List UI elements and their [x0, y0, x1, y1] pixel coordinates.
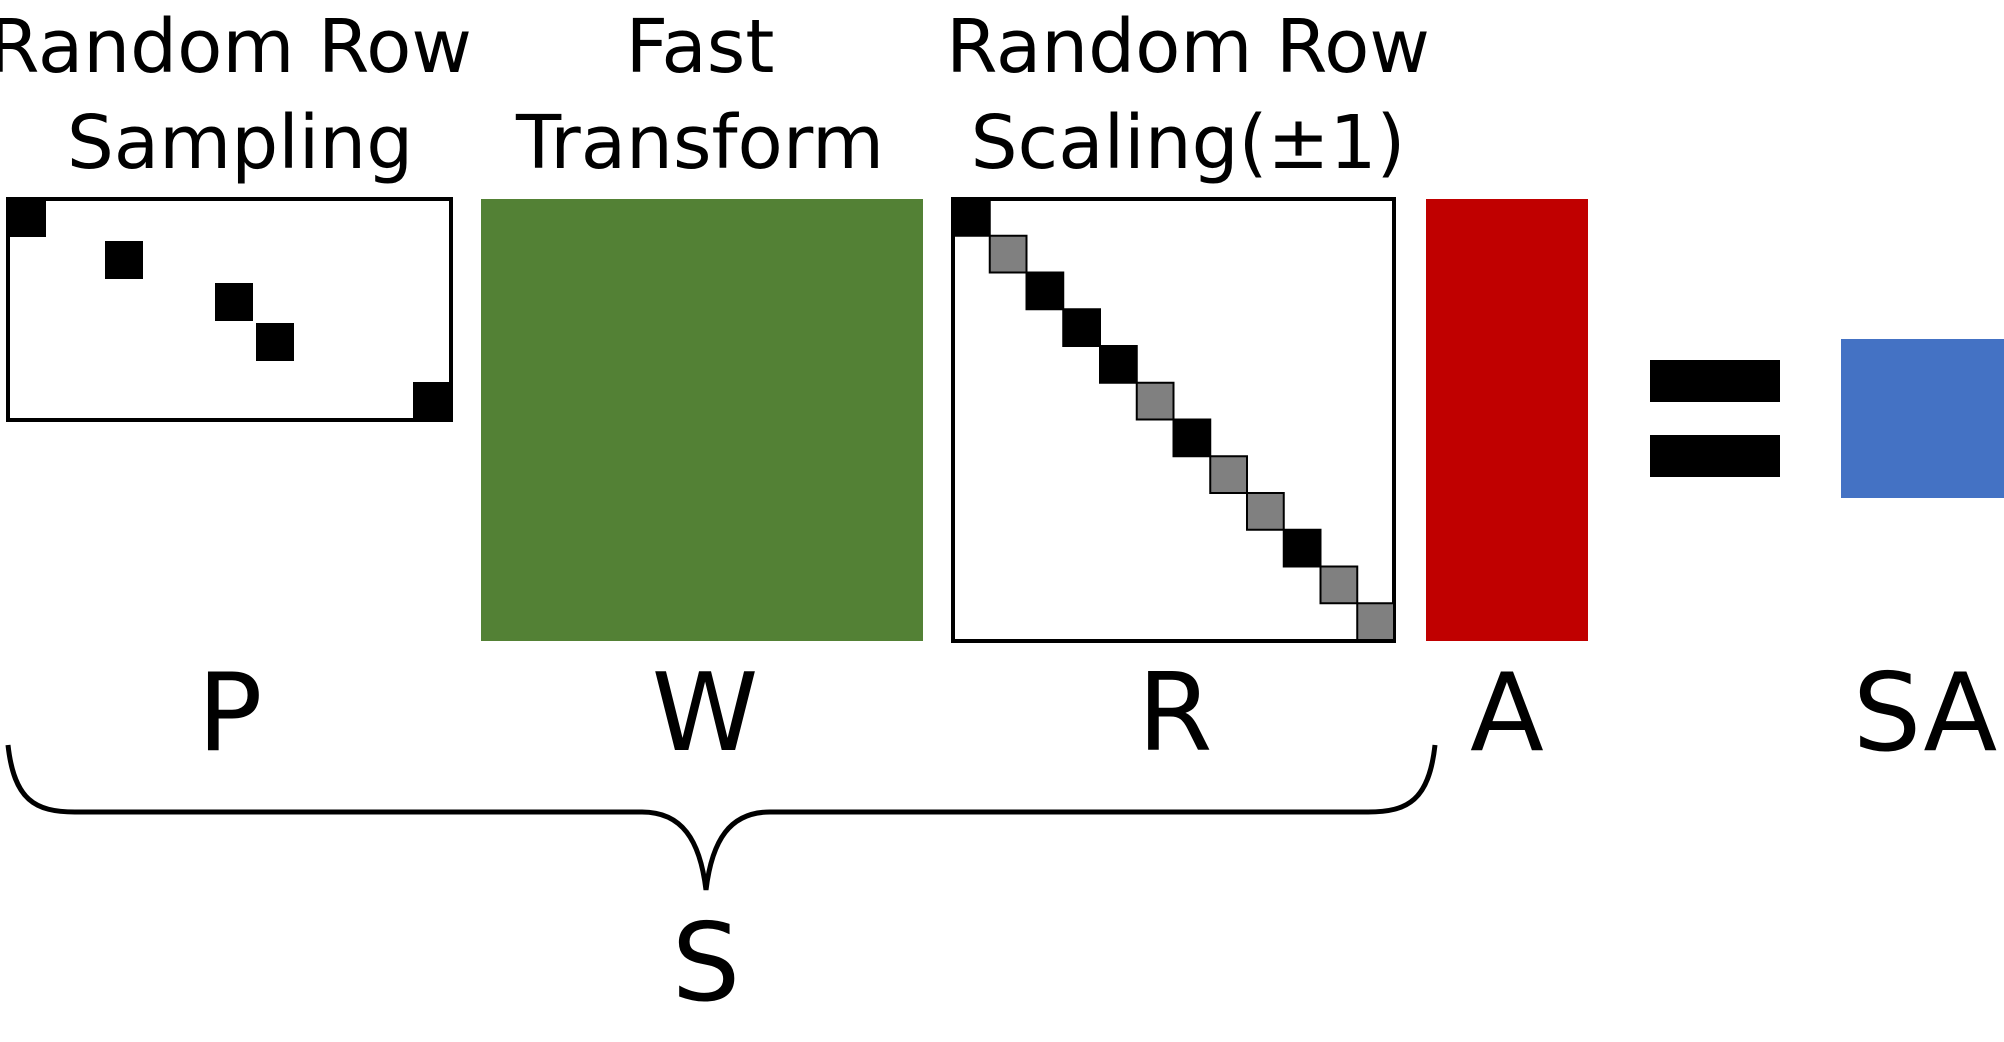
- scaling-title-line2: Scaling(±1): [971, 100, 1406, 186]
- transform-matrix-w: [481, 199, 923, 641]
- scaling-diagonal-entry: [1246, 492, 1285, 531]
- equals-bar-top: [1650, 360, 1780, 402]
- scaling-diagonal-entry: [988, 234, 1028, 274]
- symbol-w: W: [652, 651, 759, 776]
- scaling-title-line1: Random Row: [946, 4, 1430, 90]
- scaling-diagonal-entry: [952, 198, 991, 237]
- symbol-s: S: [672, 901, 741, 1026]
- symbol-p: P: [197, 651, 262, 776]
- sampling-entry: [256, 323, 294, 361]
- sampling-entry: [8, 199, 46, 237]
- scaling-diagonal-entry: [1099, 345, 1138, 384]
- sampling-matrix-p: [6, 197, 453, 422]
- scaling-diagonal-entry: [1172, 418, 1212, 458]
- scaling-matrix-r: [951, 197, 1396, 643]
- scaling-diagonal-entry: [1025, 271, 1065, 311]
- scaling-diagonal-entry: [1062, 308, 1101, 347]
- scaling-diagonal-entry: [1282, 528, 1322, 568]
- input-matrix-a: [1426, 199, 1588, 641]
- sampling-title-line1: Random Row: [0, 4, 472, 90]
- equals-bar-bottom: [1650, 435, 1780, 477]
- symbol-a: A: [1470, 651, 1544, 776]
- sampling-entry: [215, 283, 253, 321]
- sampling-title-line2: Sampling: [67, 100, 413, 186]
- transform-title-line2: Transform: [515, 100, 884, 186]
- symbol-sa: SA: [1853, 651, 1997, 776]
- equals-sign: [1650, 360, 1780, 477]
- scaling-diagonal-entry: [1209, 455, 1248, 494]
- sampling-entry: [105, 241, 143, 279]
- sketched-matrix-sa: [1841, 339, 2004, 498]
- scaling-diagonal-entry: [1356, 602, 1395, 641]
- transform-title-line1: Fast: [626, 4, 775, 90]
- symbol-r: R: [1137, 651, 1212, 776]
- sampling-entry: [413, 382, 451, 420]
- scaling-diagonal-entry: [1135, 381, 1175, 421]
- scaling-diagonal-entry: [1319, 565, 1359, 605]
- underbrace: [5, 744, 1438, 891]
